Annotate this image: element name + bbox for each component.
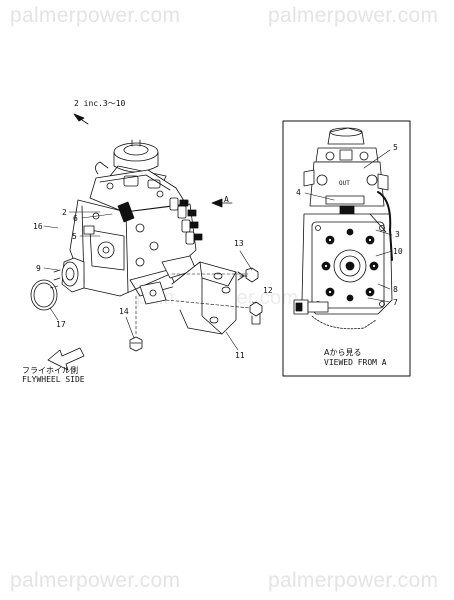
injection-pump-illustration xyxy=(53,139,203,305)
o-ring xyxy=(30,279,58,311)
bolt-12 xyxy=(249,301,263,325)
pump-front-view xyxy=(293,127,393,330)
inset-frame xyxy=(282,120,411,377)
inset-caption-jp: Aから見る xyxy=(324,348,362,357)
view-arrow-a-label: A xyxy=(224,195,229,204)
callout-11: 11 xyxy=(235,351,245,360)
flywheel-side-arrow xyxy=(47,347,85,371)
callout-2: 2 xyxy=(62,208,67,217)
callout-14: 14 xyxy=(119,307,129,316)
flywheel-label-en: FLYWHEEL SIDE xyxy=(22,375,85,384)
watermark-bottom-right: palmerpower.com xyxy=(268,569,439,592)
main-leader-lines xyxy=(43,211,257,351)
bolt-13 xyxy=(237,267,259,283)
watermark-top-right: palmerpower.com xyxy=(268,4,439,27)
watermark-top-left: palmerpower.com xyxy=(10,4,181,27)
title-note: 2 inc.3～10 xyxy=(74,99,126,108)
callout-6: 6 xyxy=(73,214,78,223)
callout-12: 12 xyxy=(263,286,273,295)
callout-9: 9 xyxy=(36,264,41,273)
callout-10: 10 xyxy=(393,247,403,256)
callout-8: 8 xyxy=(393,285,398,294)
note-pointer-arrow xyxy=(73,113,89,125)
callout-17: 17 xyxy=(56,320,66,329)
callout-5-main: 5 xyxy=(72,232,77,241)
inset-out-tag: OUT xyxy=(339,180,350,187)
bracket xyxy=(171,261,237,335)
callout-13: 13 xyxy=(234,239,244,248)
inset-leader-lines xyxy=(304,149,393,303)
callout-7: 7 xyxy=(393,298,398,307)
callout-3: 3 xyxy=(395,230,400,239)
watermark-bottom-left: palmerpower.com xyxy=(10,569,181,592)
flywheel-label-jp: フライホイル側 xyxy=(22,366,78,375)
callout-16: 16 xyxy=(33,222,43,231)
view-arrow-a xyxy=(211,198,233,208)
callout-5-inset: 5 xyxy=(393,143,398,152)
inset-caption-en: VIEWED FROM A xyxy=(324,358,387,367)
bolt-14 xyxy=(129,336,143,352)
callout-4: 4 xyxy=(296,188,301,197)
